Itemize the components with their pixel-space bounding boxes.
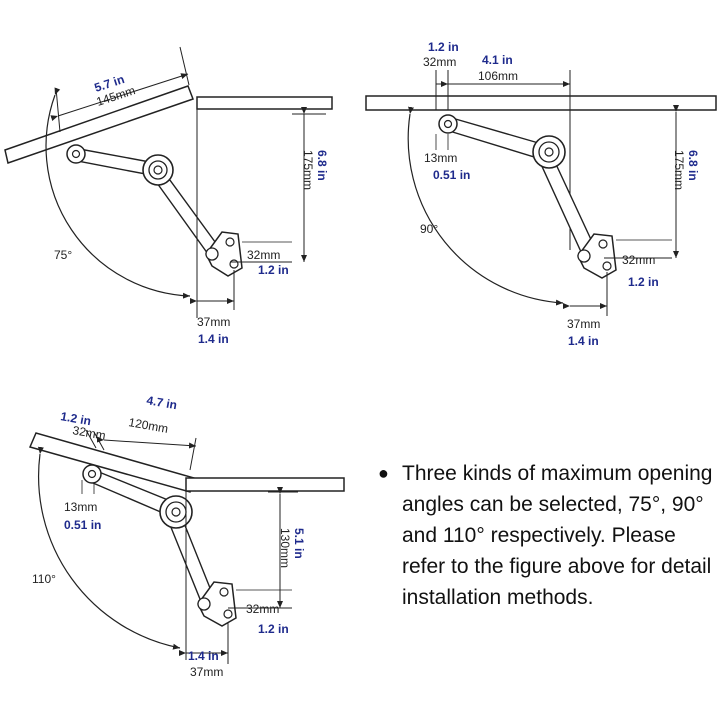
height-in: 6.8 in	[686, 150, 700, 181]
bottom-width-mm: 37mm	[190, 665, 223, 679]
edge-in: 1.2 in	[428, 40, 459, 54]
edge-mm: 32mm	[423, 55, 456, 69]
lid-panel	[365, 95, 717, 111]
diagram-75-degree: 5.7 in 145mm 75° 175mm 6.8 in 32mm 1.2 i…	[4, 46, 333, 346]
base-offset-in: 1.2 in	[258, 263, 289, 277]
note-text: Three kinds of maximum opening angles ca…	[402, 462, 713, 609]
hinge-arm-lower	[538, 159, 595, 256]
edge-in: 1.2 in	[59, 409, 92, 428]
bullet-icon: ●	[378, 463, 389, 483]
span-in: 4.1 in	[482, 53, 513, 67]
bottom-width-in: 1.4 in	[198, 332, 229, 346]
span-mm: 106mm	[478, 69, 518, 83]
swing-arc	[37, 446, 181, 650]
height-mm: 175mm	[301, 150, 315, 190]
installation-note: ● Three kinds of maximum opening angles …	[378, 458, 718, 613]
swing-arc	[407, 106, 564, 306]
bottom-width-in: 1.4 in	[568, 334, 599, 348]
pivot-mm: 13mm	[424, 151, 457, 165]
pivot-mm: 13mm	[64, 500, 97, 514]
bottom-width-mm: 37mm	[567, 317, 600, 331]
angle-label: 110°	[32, 572, 56, 586]
bottom-width-in: 1.4 in	[188, 649, 219, 663]
base-offset-in: 1.2 in	[628, 275, 659, 289]
height-in: 6.8 in	[315, 150, 329, 181]
height-mm: 130mm	[278, 528, 292, 568]
edge-mm: 32mm	[71, 423, 106, 443]
pivot-in: 0.51 in	[64, 518, 101, 532]
cabinet-top	[196, 96, 333, 110]
base-offset-in: 1.2 in	[258, 622, 289, 636]
cabinet-top	[185, 477, 345, 492]
swing-arc	[45, 87, 191, 299]
diagram-90-degree: 1.2 in 32mm 4.1 in 106mm 90° 13mm 0.51 i…	[365, 40, 717, 348]
base-offset-mm: 32mm	[622, 253, 655, 267]
base-offset-mm: 32mm	[247, 248, 280, 262]
bottom-width-mm: 37mm	[197, 315, 230, 329]
hinge-arm-upper	[445, 117, 545, 161]
height-in: 5.1 in	[292, 528, 306, 559]
angle-label: 90°	[420, 222, 438, 236]
span-in: 4.7 in	[145, 393, 178, 412]
span-mm: 120mm	[127, 415, 169, 436]
base-offset-mm: 32mm	[246, 602, 279, 616]
angle-label: 75°	[54, 248, 72, 262]
height-mm: 175mm	[672, 150, 686, 190]
diagram-110-degree: 1.2 in 32mm 4.7 in 120mm 110° 13mm 0.51 …	[28, 393, 345, 679]
pivot-in: 0.51 in	[433, 168, 470, 182]
